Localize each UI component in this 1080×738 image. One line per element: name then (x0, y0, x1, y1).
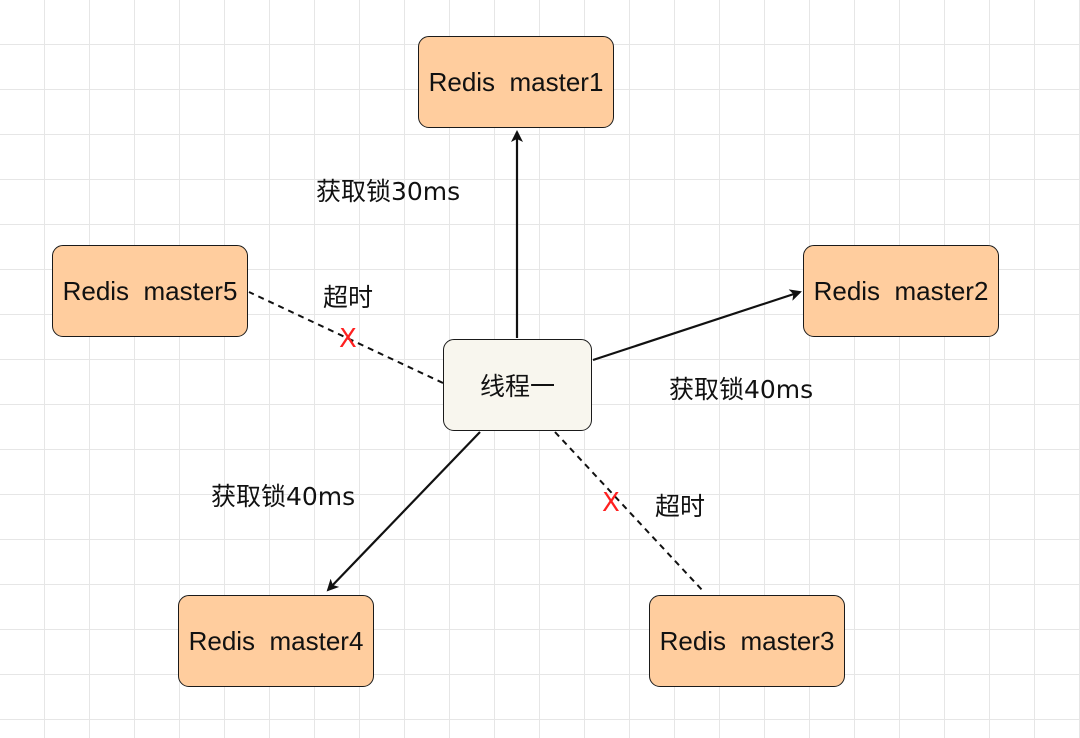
master5-fail-mark: X (339, 324, 357, 354)
master3-timeout-label: 超时 (655, 492, 706, 521)
redis-master1-node: Redis master1 (418, 36, 614, 128)
edge-to-master4 (326, 431, 481, 592)
master4-edge-label: 获取锁40ms (211, 482, 356, 511)
master3-fail-mark: X (602, 488, 620, 518)
thread-one-node: 线程一 (443, 339, 592, 431)
edge-to-master2 (592, 289, 802, 362)
edge-to-master3-timeout (554, 431, 704, 592)
master1-edge-label: 获取锁30ms (316, 177, 461, 206)
redis-master5-node: Redis master5 (52, 245, 248, 337)
redis-master4-node: Redis master4 (178, 595, 374, 687)
edge-to-master5-timeout (248, 291, 444, 384)
redis-master3-node: Redis master3 (649, 595, 845, 687)
master2-edge-label: 获取锁40ms (669, 375, 814, 404)
redis-master2-node: Redis master2 (803, 245, 999, 337)
master5-timeout-label: 超时 (323, 283, 374, 312)
